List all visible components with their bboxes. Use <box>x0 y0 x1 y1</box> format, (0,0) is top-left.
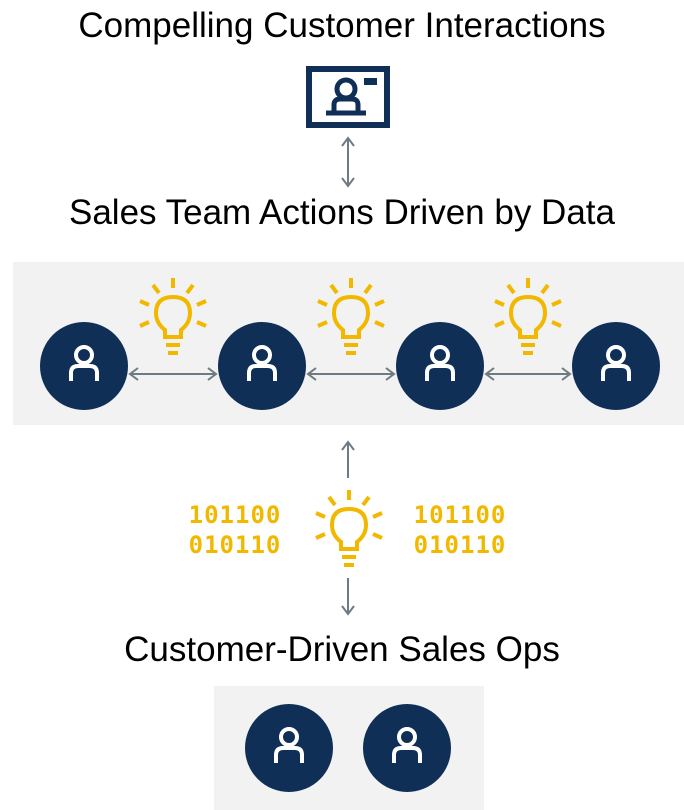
collaboration-arrow <box>128 366 218 382</box>
collaboration-arrow <box>306 366 396 382</box>
lightbulb-icon <box>134 276 212 360</box>
person-icon <box>396 322 484 410</box>
binary-data-right: 101100 010110 <box>405 500 515 560</box>
person-icon <box>218 322 306 410</box>
person-icon <box>363 704 451 792</box>
binary-line: 010110 <box>188 531 282 559</box>
binary-line: 101100 <box>188 501 282 529</box>
person-icon <box>40 322 128 410</box>
up-arrow <box>338 440 358 480</box>
binary-data-left: 101100 010110 <box>180 500 290 560</box>
middle-title: Sales Team Actions Driven by Data <box>68 193 615 232</box>
collaboration-arrow <box>484 366 572 382</box>
lightbulb-icon <box>489 276 567 360</box>
person-icon <box>572 322 660 410</box>
binary-line: 010110 <box>413 531 507 559</box>
customer-display-icon <box>306 66 390 128</box>
bottom-title: Customer-Driven Sales Ops <box>124 630 560 669</box>
top-bidirectional-arrow <box>338 136 358 188</box>
binary-line: 101100 <box>413 501 507 529</box>
lightbulb-icon <box>310 488 388 572</box>
top-title: Compelling Customer Interactions <box>78 6 606 45</box>
person-icon <box>245 704 333 792</box>
lightbulb-icon <box>312 276 390 360</box>
down-arrow <box>338 576 358 616</box>
